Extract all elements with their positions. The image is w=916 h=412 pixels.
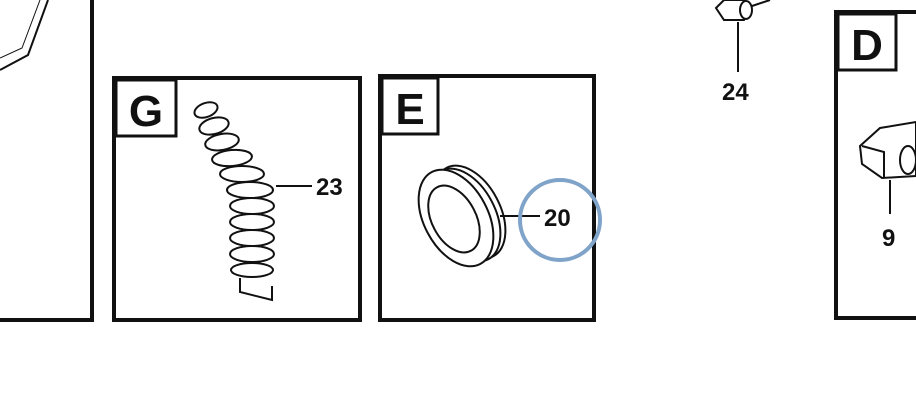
bolt-part: [714, 0, 771, 72]
panel-g: G 23: [112, 76, 362, 322]
panel-e-letter: E: [395, 85, 424, 134]
sensor-part: [858, 120, 916, 214]
panel-e: E 20: [378, 74, 602, 322]
callout-20: 20: [544, 205, 571, 232]
panel-g-letter: G: [129, 87, 163, 136]
panel-d-letter: D: [851, 21, 883, 70]
callout-24: 24: [722, 79, 749, 106]
grommet-part: [417, 164, 507, 268]
highlight-circle: [518, 178, 602, 262]
callout-23: 23: [316, 174, 343, 201]
callout-9: 9: [882, 225, 895, 252]
panel-d: D 9: [834, 10, 916, 320]
coiled-hose-part: [193, 101, 275, 302]
left-partial-panel: [0, 0, 94, 322]
